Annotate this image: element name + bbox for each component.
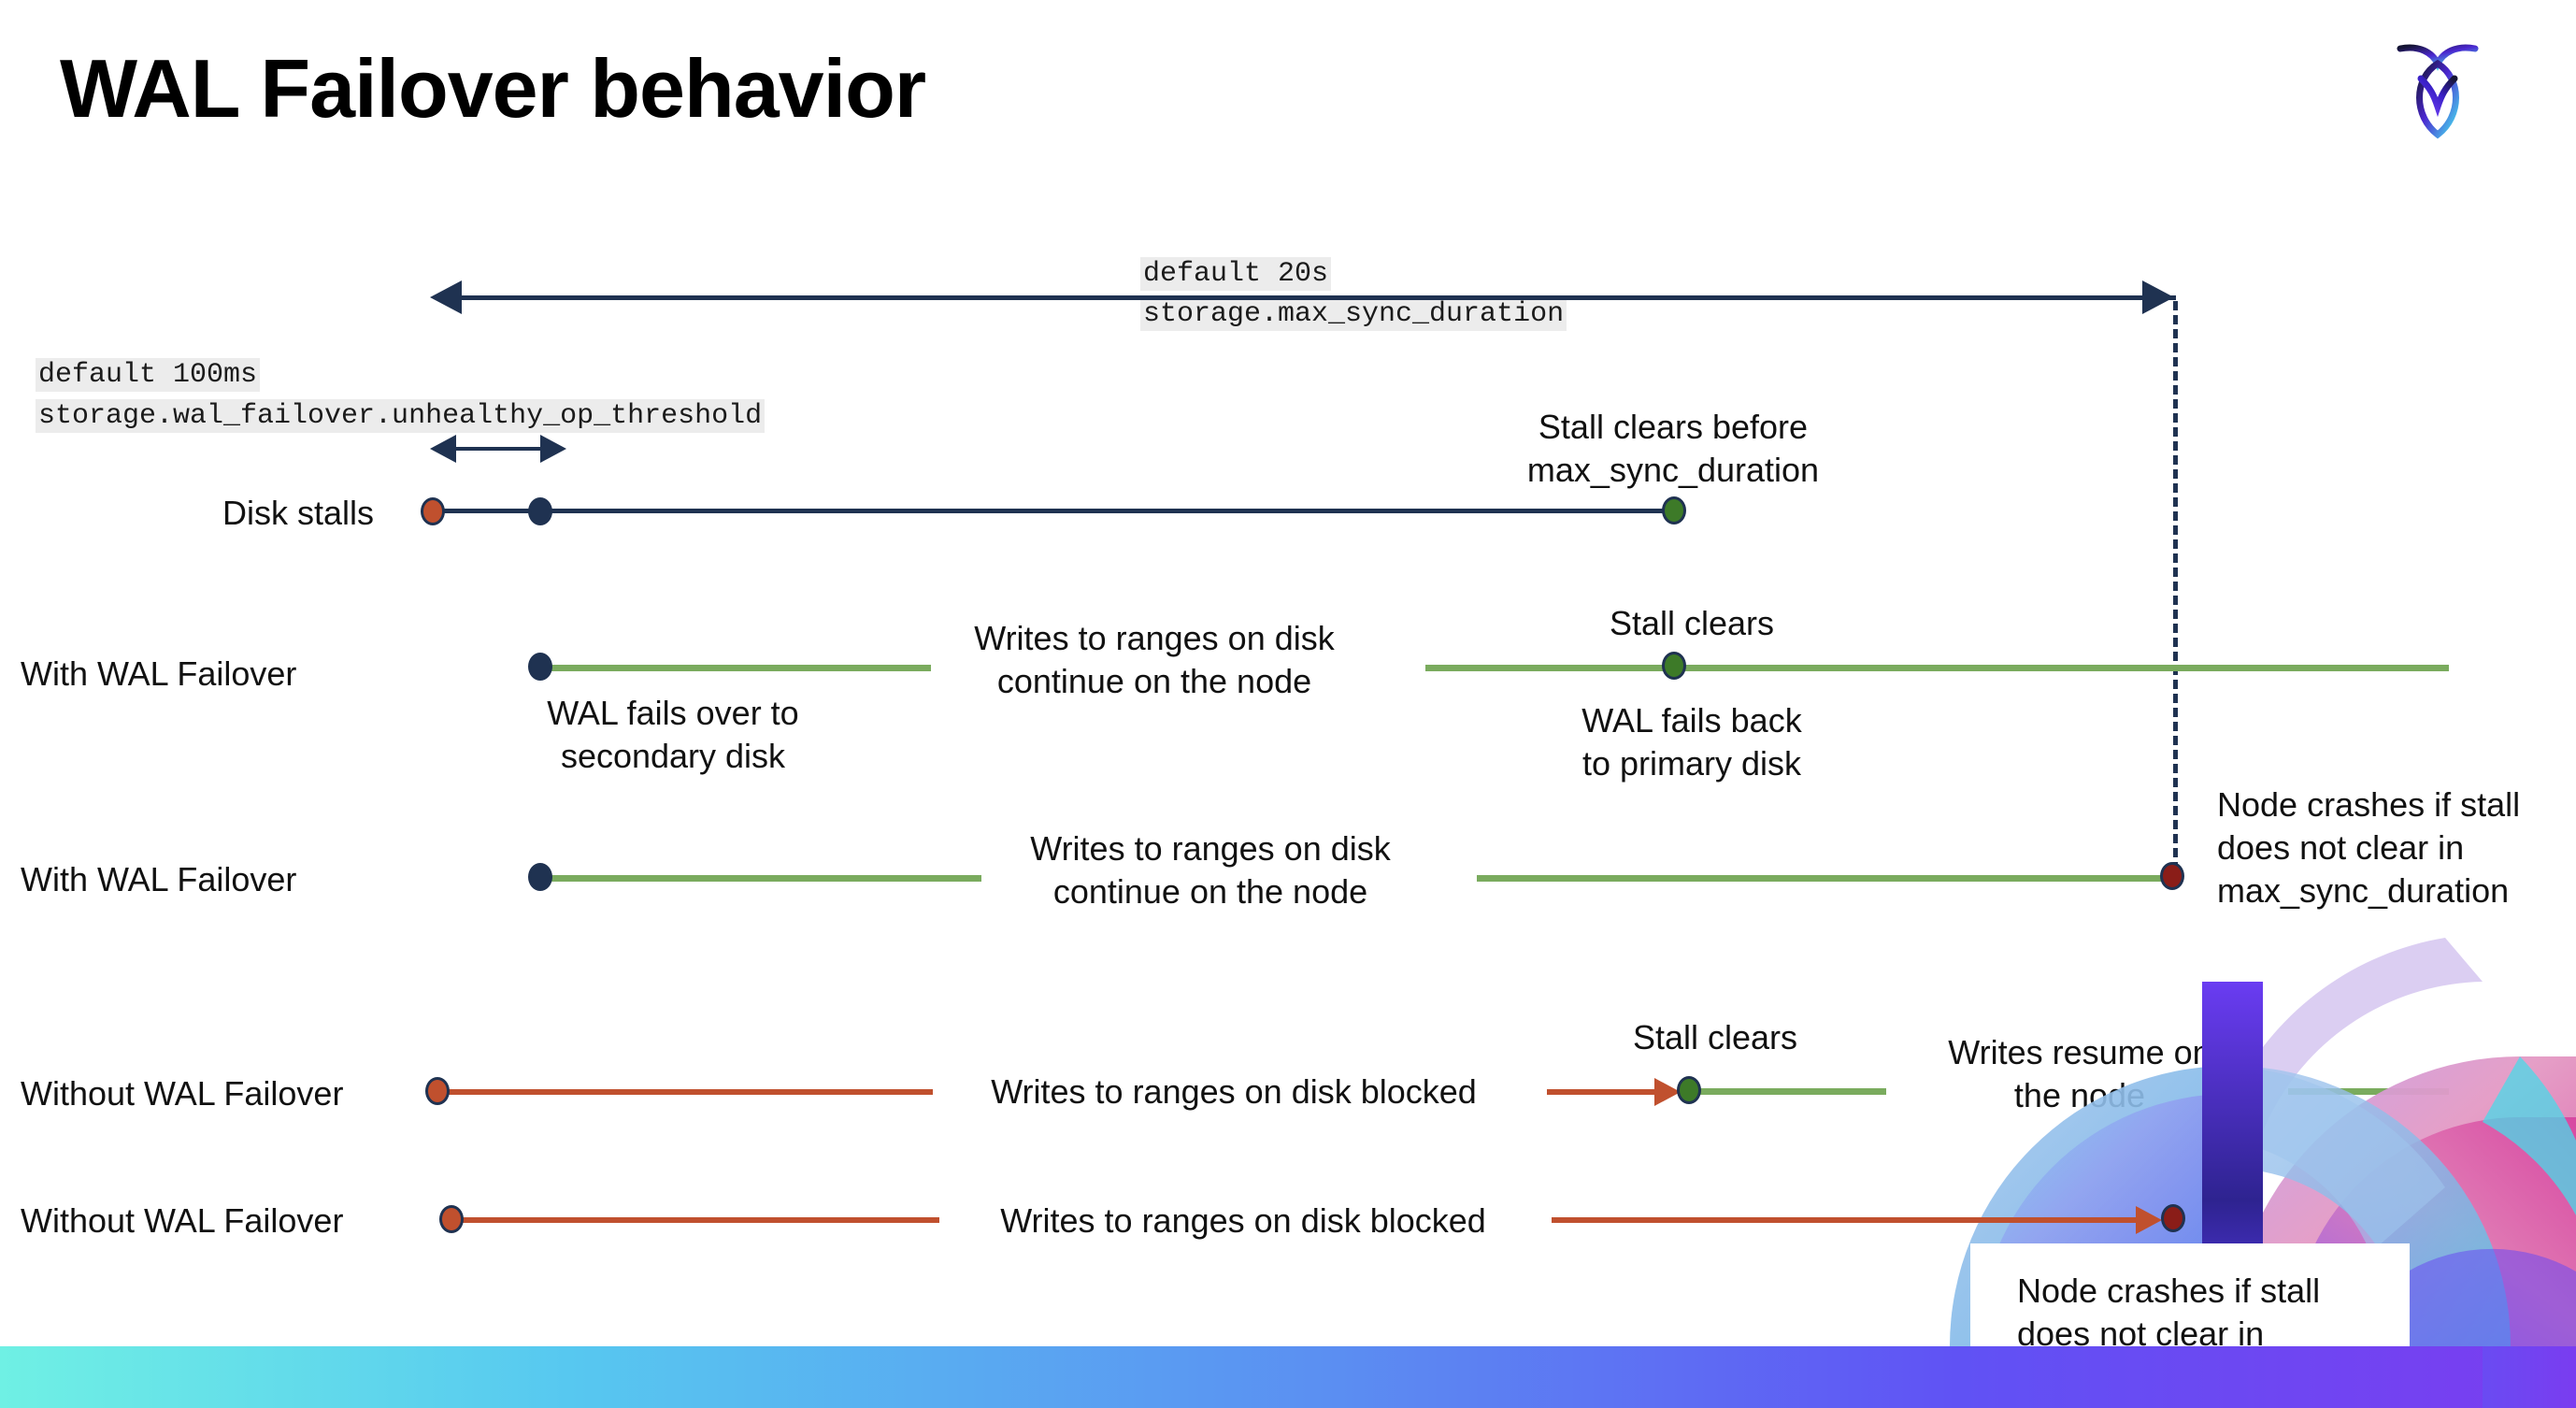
note-line-1: Node crashes if stall: [2217, 785, 2521, 824]
disk-stalls-clear-dot[interactable]: [1662, 496, 1686, 524]
unhealthy-op-default-note: default 100ms: [36, 355, 261, 395]
note-line-2: continue on the node: [1052, 872, 1368, 911]
row-label-disk-stalls: Disk stalls: [222, 494, 375, 532]
max-sync-default-note: default 20s: [1140, 254, 1332, 295]
note-writes-blocked-row4: Writes to ranges on disk blocked: [991, 1072, 1477, 1111]
note-line-3: max_sync_duration: [2217, 871, 2510, 910]
max-sync-arrow-left-head: [430, 280, 462, 314]
max-sync-arrow-right-head: [2142, 280, 2174, 314]
note-line-1: WAL fails over to: [547, 694, 799, 732]
note-writes-blocked-row5: Writes to ranges on disk blocked: [1000, 1201, 1486, 1240]
row2-segment-left: [542, 665, 931, 671]
bottom-gradient-bar: [0, 1346, 2576, 1408]
note-line-1: Writes to ranges on disk: [974, 619, 1335, 657]
row5-orange-segment-left: [453, 1217, 939, 1223]
unhealthy-op-setting-note: storage.wal_failover.unhealthy_op_thresh…: [36, 396, 766, 437]
max-sync-span-line: [460, 295, 2176, 300]
disk-stalls-start-dot[interactable]: [421, 497, 445, 525]
row4-orange-segment-left: [437, 1089, 933, 1095]
row3-crash-dot[interactable]: [2160, 862, 2184, 890]
row5-orange-arrow-head: [2136, 1206, 2162, 1234]
note-stall-clears-before: Stall clears before max_sync_duration: [1458, 406, 1888, 492]
row5-stall-start-dot[interactable]: [439, 1205, 464, 1233]
note-line-2: max_sync_duration: [1526, 451, 1820, 489]
note-wal-fails-over: WAL fails over to secondary disk: [477, 692, 869, 778]
page-title: WAL Failover behavior: [60, 42, 926, 135]
note-line-2: does not clear in: [2217, 828, 2465, 867]
bottom-gradient-bar-right-cap: [2483, 1346, 2576, 1408]
row5-orange-segment-right: [1552, 1217, 2150, 1223]
note-wal-fails-back: WAL fails back to primary disk: [1524, 699, 1860, 785]
row-label-with-wal-failover-1: With WAL Failover: [21, 654, 297, 693]
note-node-crashes-row3: Node crashes if stall does not clear in …: [2217, 783, 2572, 912]
note-line-1: Writes to ranges on disk: [1030, 829, 1391, 868]
row4-stall-start-dot[interactable]: [425, 1077, 450, 1105]
unhealthy-op-span-line: [454, 447, 546, 451]
unhealthy-op-arrow-right-head: [540, 435, 566, 463]
note-line-2: continue on the node: [996, 662, 1312, 700]
row4-green-segment-right: [2288, 1088, 2449, 1095]
max-sync-setting-note: storage.max_sync_duration: [1140, 295, 1567, 335]
row-label-without-wal-failover-1: Without WAL Failover: [21, 1074, 344, 1113]
row-label-without-wal-failover-2: Without WAL Failover: [21, 1201, 344, 1240]
disk-stalls-line: [432, 509, 1684, 513]
cockroachdb-logo-icon: [2382, 30, 2494, 151]
disk-stalls-failover-dot[interactable]: [528, 497, 552, 525]
note-line-1: Stall clears before: [1538, 408, 1809, 446]
note-stall-clears-row2: Stall clears: [1609, 604, 1775, 642]
row3-segment-right: [1477, 875, 2168, 882]
note-line-2: the node: [2013, 1076, 2146, 1114]
row2-stall-clears-dot[interactable]: [1662, 652, 1686, 680]
row3-failover-dot[interactable]: [528, 863, 552, 891]
note-line-2: to primary disk: [1581, 744, 1802, 783]
row4-green-segment-mid: [1694, 1088, 1886, 1095]
note-stall-clears-row4: Stall clears: [1632, 1018, 1798, 1056]
note-line-1: Writes resume on: [1948, 1033, 2211, 1071]
row3-segment-left: [542, 875, 981, 882]
row-label-with-wal-failover-2: With WAL Failover: [21, 860, 297, 898]
note-line-2: secondary disk: [560, 737, 786, 775]
max-sync-guide-dashed-line: [2173, 301, 2178, 871]
note-line-1: WAL fails back: [1581, 701, 1802, 740]
row5-crash-dot[interactable]: [2161, 1204, 2185, 1232]
row2-segment-right: [1425, 665, 2449, 671]
row2-failover-dot[interactable]: [528, 653, 552, 681]
note-line-1: Node crashes if stall: [2017, 1272, 2321, 1310]
note-writes-continue-row3: Writes to ranges on disk continue on the…: [991, 827, 1430, 913]
note-writes-resume: Writes resume on the node: [1916, 1031, 2243, 1117]
note-writes-continue-row2: Writes to ranges on disk continue on the…: [935, 617, 1374, 703]
row4-stall-clears-dot[interactable]: [1677, 1076, 1701, 1104]
row4-orange-segment-right: [1547, 1089, 1668, 1095]
unhealthy-op-arrow-left-head: [430, 435, 456, 463]
row4-orange-arrow-head: [1654, 1078, 1681, 1106]
